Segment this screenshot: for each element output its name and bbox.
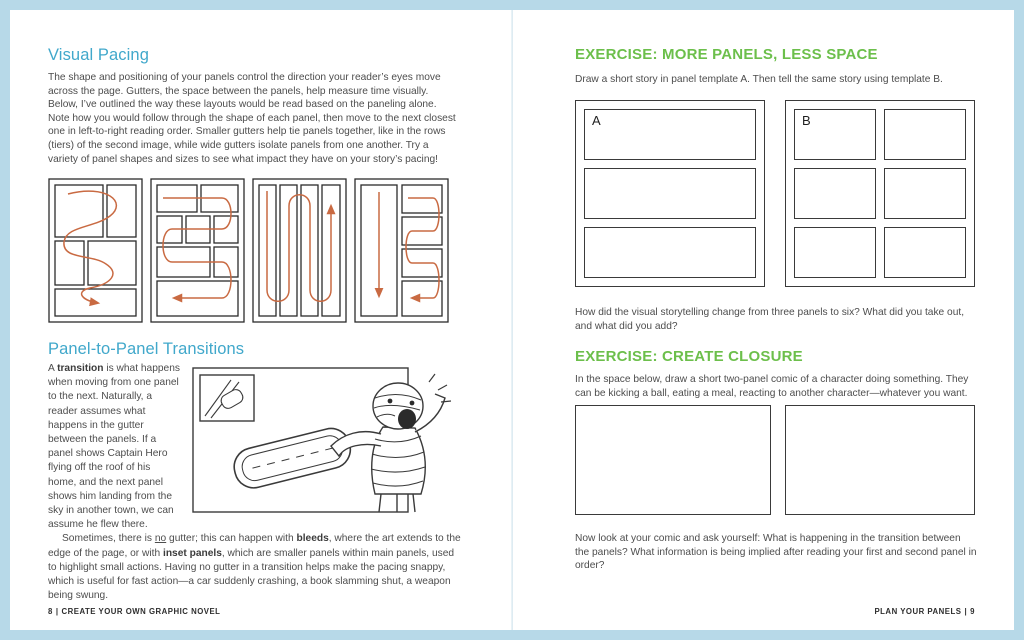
left-page: Visual Pacing The shape and positioning … [10, 10, 512, 630]
bold-term-inset-panels: inset panels [162, 547, 222, 559]
template-b-label: B [802, 113, 811, 128]
panel-template-b: B [785, 100, 975, 287]
template-b-row-1: B [794, 109, 966, 160]
left-page-number: 8 [48, 607, 53, 616]
transitions-heading: Panel-to-Panel Transitions [48, 340, 245, 358]
book-title: CREATE YOUR OWN GRAPHIC NOVEL [61, 607, 221, 616]
panel-template-a: A [575, 100, 765, 287]
footer-separator: | [55, 607, 59, 616]
text-segment: is what happens when moving from one pan… [48, 363, 180, 531]
closure-panel-1 [575, 405, 771, 515]
template-a-row-1: A [584, 109, 756, 160]
bold-term-transition: transition [57, 363, 104, 374]
mummy-comic-art [192, 367, 452, 513]
template-a-label: A [592, 113, 601, 128]
transitions-section: A transition is what happens when moving… [48, 362, 463, 603]
bold-term-bleeds: bleeds [296, 533, 329, 545]
visual-pacing-paragraph: The shape and positioning of your panels… [48, 72, 456, 165]
text-segment: Sometimes, there is [62, 533, 155, 545]
closure-panel-2 [785, 405, 975, 515]
closure-panels [575, 405, 975, 515]
layout-diagram-1 [48, 178, 143, 323]
template-a-row-3 [584, 227, 756, 278]
layout-diagram-3 [252, 178, 347, 323]
layout-diagram-4 [354, 178, 449, 323]
page-fold [511, 10, 513, 630]
mummy-illustration [191, 364, 463, 514]
text-segment: A [48, 363, 58, 374]
left-footer: 8|CREATE YOUR OWN GRAPHIC NOVEL [48, 607, 220, 616]
underlined-word-no: no [154, 533, 167, 545]
visual-pacing-heading: Visual Pacing [48, 46, 149, 64]
template-b-panel-5 [794, 227, 876, 278]
transitions-paragraph-2: Sometimes, there is no gutter; this can … [48, 532, 463, 603]
template-b-panel-6 [884, 227, 966, 278]
text-segment: gutter; this can happen with [166, 533, 297, 545]
layout-diagram-2 [150, 178, 245, 323]
exercise1-intro: Draw a short story in panel template A. … [575, 74, 943, 85]
exercise2-intro: In the space below, draw a short two-pan… [575, 374, 969, 399]
template-b-panel-3 [794, 168, 876, 219]
template-a-panel-3 [584, 227, 756, 278]
template-b-panel-2 [884, 109, 966, 160]
right-page-number: 9 [970, 607, 975, 616]
template-b-panel-1: B [794, 109, 876, 160]
panel-layout-diagrams [48, 178, 449, 323]
template-a-panel-2 [584, 168, 756, 219]
text-segment: , where the art extends to the edge of t… [48, 533, 461, 559]
exercise2-question: Now look at your comic and ask yourself:… [575, 533, 977, 572]
transitions-paragraph-1: A transition is what happens when moving… [48, 362, 463, 532]
exercise1-heading: EXERCISE: MORE PANELS, LESS SPACE [575, 46, 878, 63]
template-a-panel-1: A [584, 109, 756, 160]
template-a-row-2 [584, 168, 756, 219]
template-b-row-2 [794, 168, 966, 219]
section-title: PLAN YOUR PANELS [874, 607, 962, 616]
exercise1-question: How did the visual storytelling change f… [575, 307, 965, 332]
right-page: EXERCISE: MORE PANELS, LESS SPACE Draw a… [512, 10, 1014, 630]
right-footer: PLAN YOUR PANELS|9 [874, 607, 975, 616]
template-b-panel-4 [884, 168, 966, 219]
exercise2-heading: EXERCISE: CREATE CLOSURE [575, 348, 803, 365]
footer-separator: | [964, 607, 968, 616]
book-spread: Visual Pacing The shape and positioning … [10, 10, 1014, 630]
template-b-row-3 [794, 227, 966, 278]
text-segment: , which are smaller panels within main p… [48, 547, 455, 602]
